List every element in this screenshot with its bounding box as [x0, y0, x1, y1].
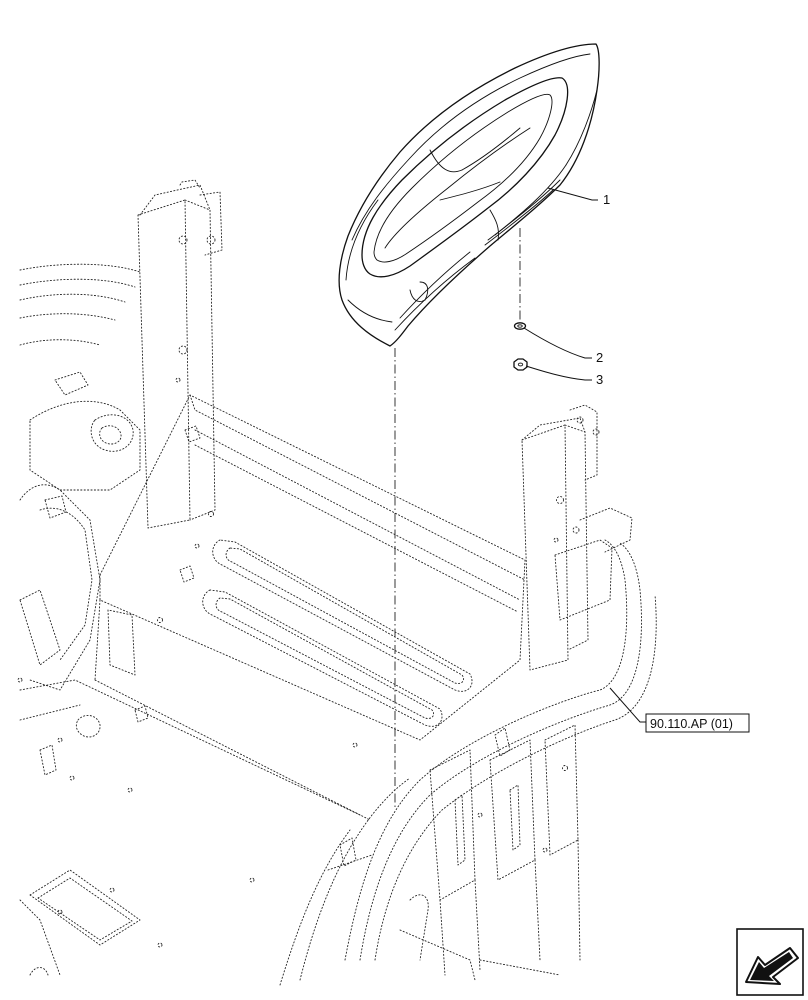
machine-frame [17, 179, 657, 986]
callout-3-label: 3 [596, 372, 603, 387]
reference-callout[interactable]: 90.110.AP (01) [609, 687, 750, 733]
arrow-left-down-icon[interactable] [736, 928, 804, 996]
reference-label[interactable]: 90.110.AP (01) [650, 717, 733, 731]
callout-1-label: 1 [603, 192, 610, 207]
nut-part [513, 358, 528, 371]
reference-box [645, 713, 750, 733]
callout-1: 1 [547, 187, 610, 207]
seat-cushion-part [338, 43, 600, 347]
callout-3: 3 [525, 365, 603, 387]
callout-2: 2 [523, 327, 603, 365]
callout-2-label: 2 [596, 350, 603, 365]
assembly-center-lines [394, 228, 521, 808]
washer-part [513, 322, 527, 330]
